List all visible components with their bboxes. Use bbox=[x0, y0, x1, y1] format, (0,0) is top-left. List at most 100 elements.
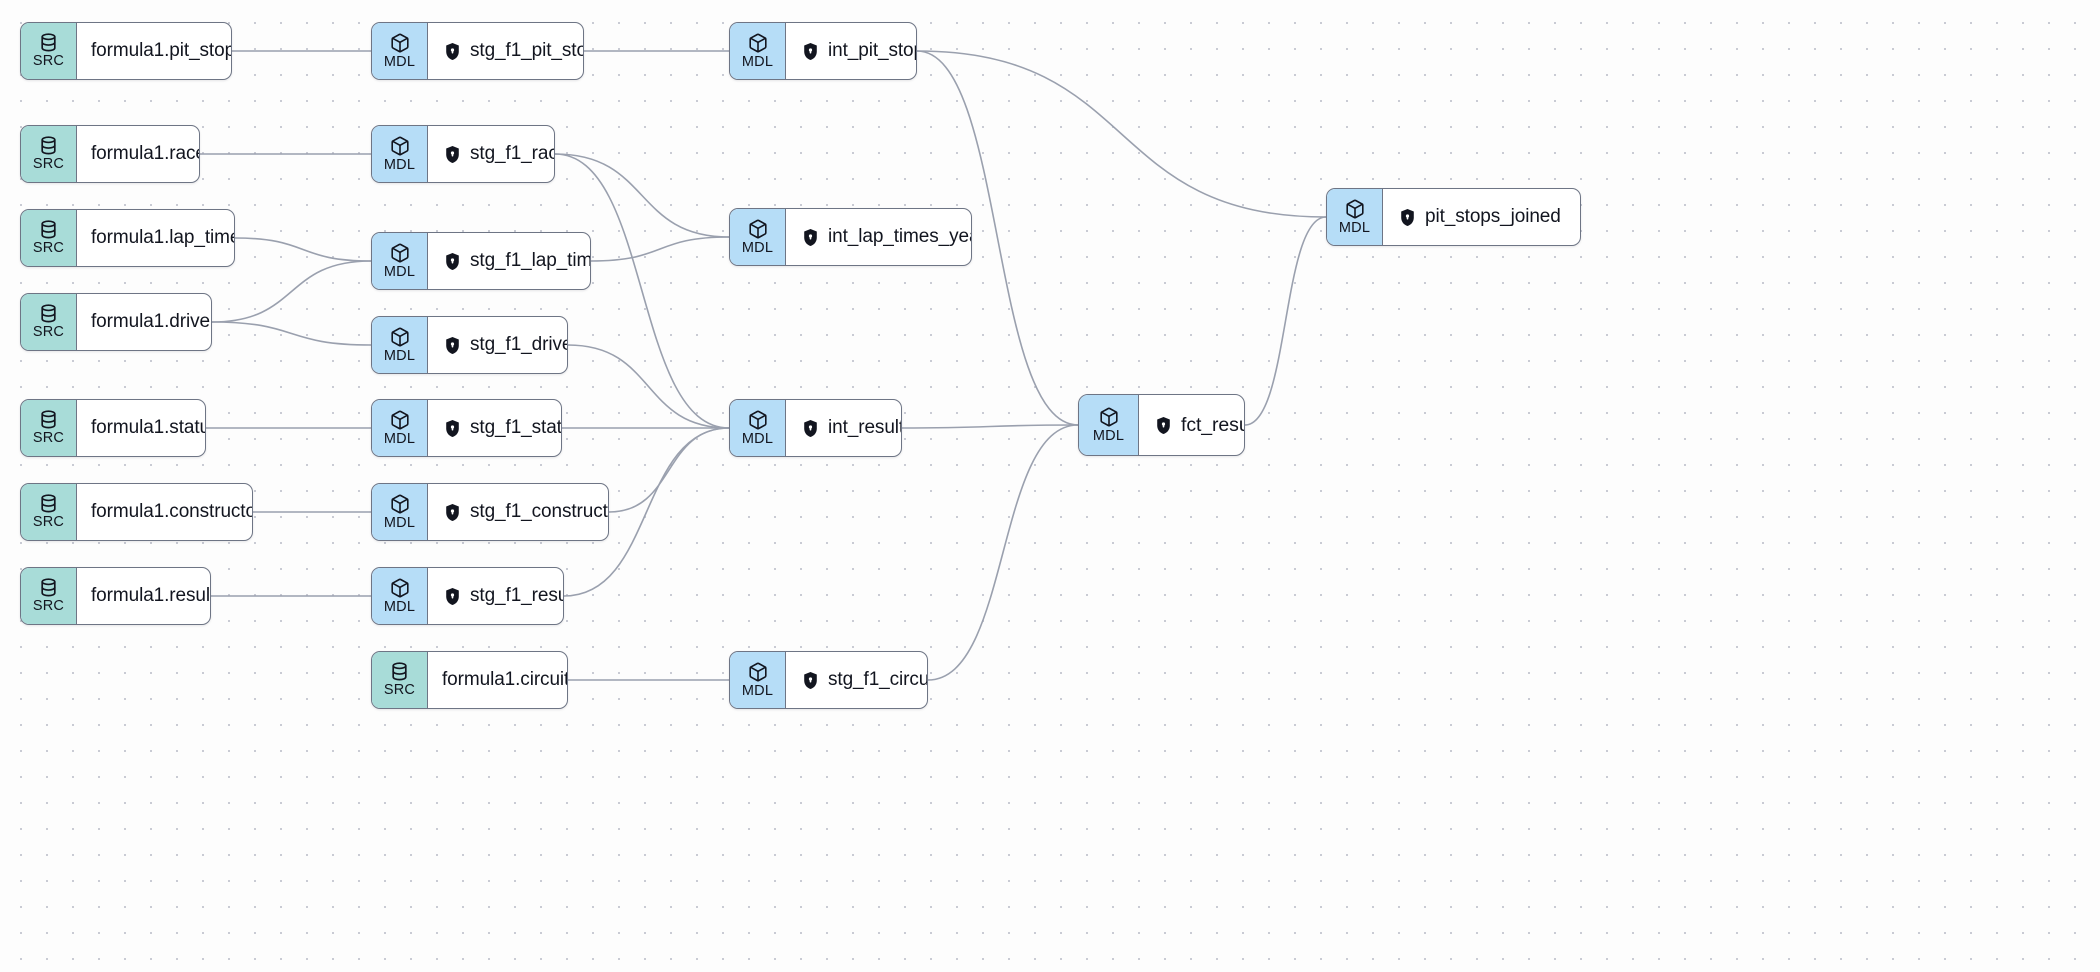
lineage-node-stg_pit_stops[interactable]: MDL stg_f1_pit_stops bbox=[371, 22, 584, 80]
source-badge: SRC bbox=[21, 210, 77, 266]
shield-icon bbox=[444, 252, 461, 271]
source-badge: SRC bbox=[372, 652, 428, 708]
edge-stg_lap_times-to-int_lap_times_years bbox=[590, 236, 730, 262]
model-badge: MDL bbox=[730, 209, 786, 265]
badge-label: MDL bbox=[741, 53, 774, 70]
shield-icon bbox=[444, 145, 461, 164]
node-body: formula1.circuits bbox=[428, 652, 567, 708]
node-body: formula1.status bbox=[77, 400, 205, 456]
cube-icon bbox=[747, 32, 769, 54]
database-icon bbox=[38, 409, 59, 430]
source-badge: SRC bbox=[21, 568, 77, 624]
model-badge: MDL bbox=[372, 233, 428, 289]
node-body: fct_results bbox=[1139, 395, 1244, 455]
cube-icon bbox=[389, 409, 411, 431]
edge-stg_races-to-int_results bbox=[554, 153, 730, 429]
node-body: formula1.drivers bbox=[77, 294, 211, 350]
badge-label: MDL bbox=[383, 53, 416, 70]
node-body: int_results bbox=[786, 400, 901, 456]
database-icon bbox=[38, 32, 59, 53]
cube-icon bbox=[389, 493, 411, 515]
database-icon bbox=[38, 135, 59, 156]
source-badge: SRC bbox=[21, 294, 77, 350]
lineage-node-src_pit_stops[interactable]: SRC formula1.pit_stops bbox=[20, 22, 232, 80]
shield-icon bbox=[444, 503, 461, 522]
model-badge: MDL bbox=[372, 126, 428, 182]
node-body: formula1.pit_stops bbox=[77, 23, 232, 79]
lineage-node-src_lap_times[interactable]: SRC formula1.lap_times bbox=[20, 209, 235, 267]
node-label: stg_f1_status bbox=[470, 417, 562, 438]
cube-icon bbox=[389, 135, 411, 157]
shield-icon bbox=[444, 336, 461, 355]
lineage-node-src_status[interactable]: SRC formula1.status bbox=[20, 399, 206, 457]
node-body: int_lap_times_years bbox=[786, 209, 971, 265]
node-body: formula1.lap_times bbox=[77, 210, 235, 266]
lineage-node-stg_constructors[interactable]: MDL stg_f1_constructors bbox=[371, 483, 609, 541]
badge-label: SRC bbox=[32, 53, 65, 70]
node-label: int_pit_stops bbox=[828, 40, 916, 61]
node-label: formula1.lap_times bbox=[91, 227, 235, 248]
lineage-node-pit_stops_joined[interactable]: MDL pit_stops_joined bbox=[1326, 188, 1581, 246]
edge-src_lap_times-to-stg_lap_times bbox=[234, 237, 372, 262]
node-label: stg_f1_drivers bbox=[470, 334, 567, 355]
cube-icon bbox=[747, 218, 769, 240]
node-body: stg_f1_results bbox=[428, 568, 563, 624]
cube-icon bbox=[747, 409, 769, 431]
shield-icon bbox=[444, 419, 461, 438]
database-icon bbox=[38, 577, 59, 598]
shield-icon bbox=[1399, 208, 1416, 227]
cube-icon bbox=[747, 661, 769, 683]
source-badge: SRC bbox=[21, 126, 77, 182]
node-label: formula1.status bbox=[91, 417, 205, 438]
source-badge: SRC bbox=[21, 400, 77, 456]
badge-label: MDL bbox=[383, 156, 416, 173]
lineage-node-src_drivers[interactable]: SRC formula1.drivers bbox=[20, 293, 212, 351]
lineage-node-stg_drivers[interactable]: MDL stg_f1_drivers bbox=[371, 316, 568, 374]
lineage-node-int_pit_stops[interactable]: MDL int_pit_stops bbox=[729, 22, 917, 80]
node-body: stg_f1_constructors bbox=[428, 484, 608, 540]
lineage-node-stg_races[interactable]: MDL stg_f1_races bbox=[371, 125, 555, 183]
badge-label: MDL bbox=[383, 263, 416, 280]
node-label: formula1.pit_stops bbox=[91, 40, 232, 61]
node-label: formula1.drivers bbox=[91, 311, 211, 332]
database-icon bbox=[389, 661, 410, 682]
badge-label: SRC bbox=[32, 324, 65, 341]
node-body: stg_f1_pit_stops bbox=[428, 23, 583, 79]
cube-icon bbox=[389, 577, 411, 599]
node-body: stg_f1_races bbox=[428, 126, 554, 182]
model-badge: MDL bbox=[730, 400, 786, 456]
cube-icon bbox=[389, 326, 411, 348]
node-body: pit_stops_joined bbox=[1383, 189, 1580, 245]
badge-label: SRC bbox=[32, 514, 65, 531]
node-body: int_pit_stops bbox=[786, 23, 916, 79]
shield-icon bbox=[802, 671, 819, 690]
node-label: stg_f1_races bbox=[470, 143, 554, 164]
shield-icon bbox=[444, 42, 461, 61]
model-badge: MDL bbox=[372, 23, 428, 79]
badge-label: MDL bbox=[383, 514, 416, 531]
node-label: stg_f1_results bbox=[470, 585, 563, 606]
database-icon bbox=[38, 219, 59, 240]
cube-icon bbox=[1098, 406, 1120, 428]
model-badge: MDL bbox=[372, 317, 428, 373]
cube-icon bbox=[389, 242, 411, 264]
model-badge: MDL bbox=[1327, 189, 1383, 245]
edge-int_results-to-fct_results bbox=[901, 424, 1079, 429]
database-icon bbox=[38, 303, 59, 324]
shield-icon bbox=[802, 42, 819, 61]
node-body: stg_f1_circuits bbox=[786, 652, 927, 708]
badge-label: MDL bbox=[383, 347, 416, 364]
badge-label: MDL bbox=[1338, 219, 1371, 236]
